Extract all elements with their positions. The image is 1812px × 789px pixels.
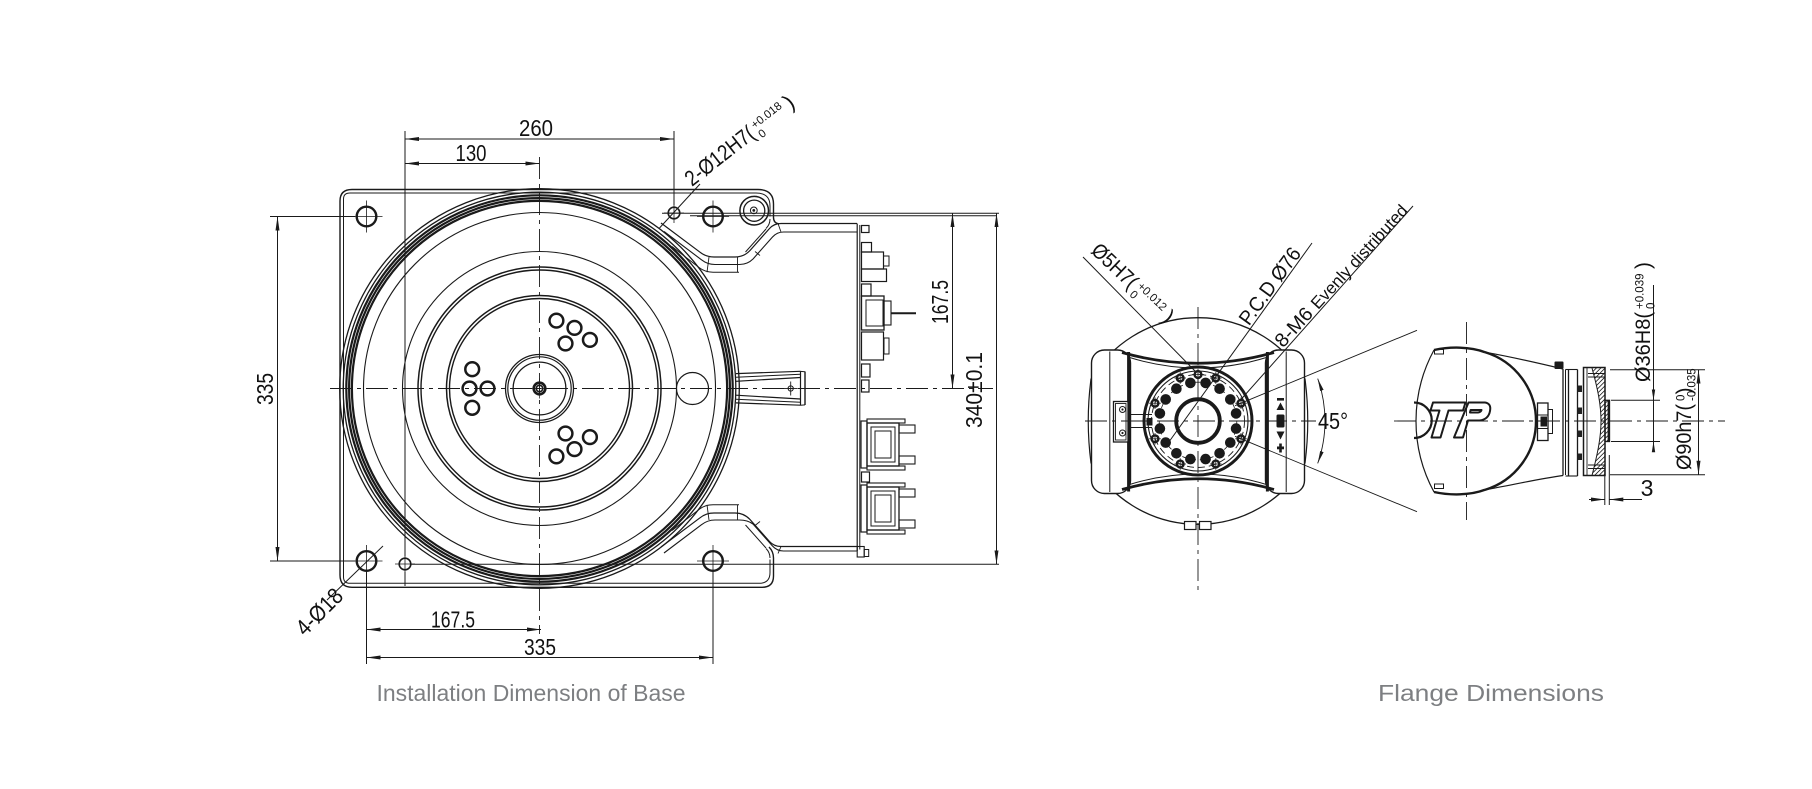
- svg-text:130: 130: [456, 140, 487, 166]
- svg-text:Ø36H8(: Ø36H8(: [1632, 312, 1655, 382]
- svg-text:335: 335: [524, 634, 556, 660]
- svg-text:-0.035: -0.035: [1687, 368, 1699, 401]
- svg-text:340±0.1: 340±0.1: [961, 352, 987, 428]
- svg-text:): ): [1673, 387, 1696, 394]
- svg-text:Installation Dimension of Base: Installation Dimension of Base: [377, 680, 686, 706]
- svg-text:): ): [1632, 262, 1655, 269]
- svg-text:45°: 45°: [1318, 408, 1348, 434]
- svg-text:3: 3: [1641, 475, 1654, 501]
- svg-text:260: 260: [519, 115, 553, 141]
- svg-text:167.5: 167.5: [927, 280, 953, 324]
- svg-text:0: 0: [1675, 395, 1687, 401]
- svg-text:0: 0: [1646, 303, 1658, 309]
- svg-text:167.5: 167.5: [431, 607, 475, 633]
- svg-text:335: 335: [252, 373, 278, 405]
- svg-text:Flange Dimensions: Flange Dimensions: [1378, 680, 1604, 706]
- svg-text:Ø90h7(: Ø90h7(: [1673, 404, 1696, 470]
- svg-text:+0.039: +0.039: [1634, 274, 1646, 310]
